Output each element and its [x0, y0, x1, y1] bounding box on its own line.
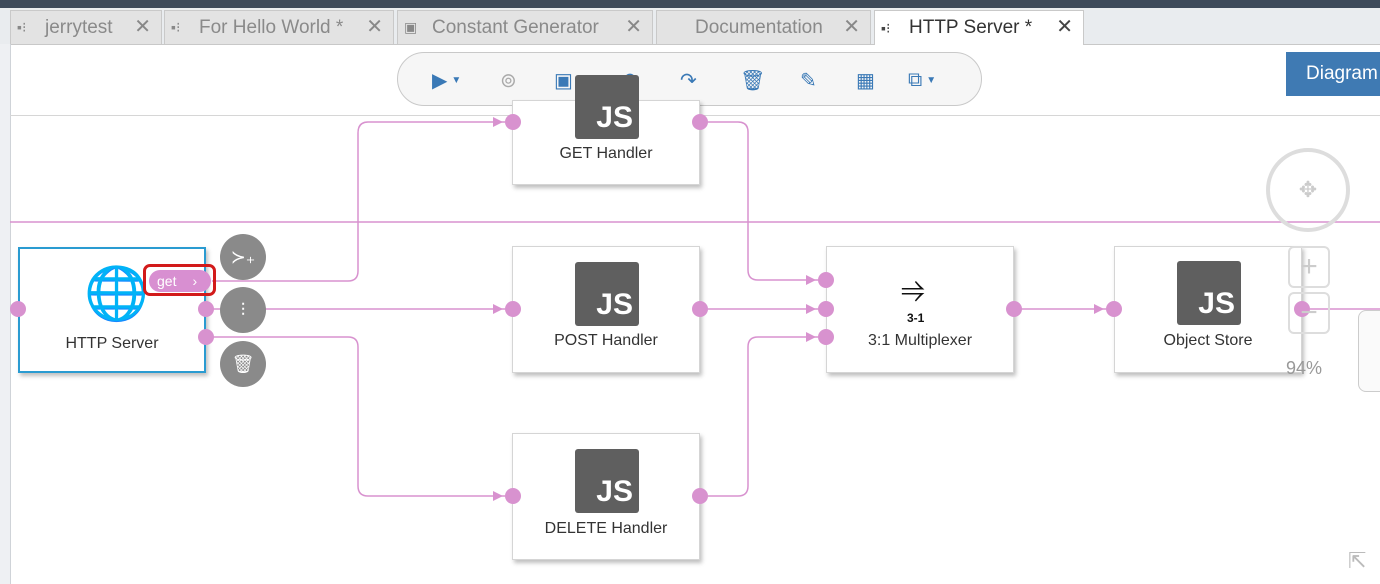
- tab-for-hello-world[interactable]: ▪⁝ For Hello World * ✕: [164, 10, 394, 44]
- multiplexer-badge: 3-1: [907, 311, 925, 325]
- tab-documentation[interactable]: Documentation ✕: [656, 10, 871, 44]
- close-icon[interactable]: ✕: [625, 16, 642, 38]
- get-handler-input-port[interactable]: [505, 114, 521, 130]
- zoom-level: 94%: [1286, 358, 1323, 378]
- node-label: GET Handler: [559, 145, 653, 162]
- edit-button[interactable]: ✎: [800, 67, 817, 93]
- node-label: POST Handler: [554, 332, 658, 349]
- chevron-right-icon: ›: [192, 273, 198, 289]
- pan-control[interactable]: ✥: [1266, 148, 1350, 232]
- wire-get: [212, 121, 505, 282]
- get-handler-node[interactable]: JS GET Handler: [512, 75, 700, 185]
- js-icon: JS: [575, 75, 639, 139]
- save-icon: ▣: [554, 69, 573, 92]
- multiplexer-input-port[interactable]: [818, 272, 834, 288]
- node-icon: ▣: [404, 19, 418, 35]
- tab-http-server[interactable]: ▪⁝ HTTP Server * ✕: [874, 10, 1084, 45]
- add-output-button[interactable]: ≻₊: [220, 234, 266, 280]
- post-handler-input-port[interactable]: [505, 301, 521, 317]
- object-store-input-port[interactable]: [1106, 301, 1122, 317]
- flow-icon: ▪⁝: [881, 19, 891, 36]
- layout-icon: ▦: [856, 69, 875, 92]
- trash-icon: 🗑: [231, 353, 255, 374]
- object-store-node[interactable]: JS Object Store: [1114, 246, 1302, 373]
- delete-handler-node[interactable]: JS DELETE Handler: [512, 433, 700, 560]
- chevron-down-icon: ▼: [451, 74, 462, 86]
- tab-constant-generator[interactable]: ▣ Constant Generator ✕: [397, 10, 653, 44]
- delete-button[interactable]: 🗑: [740, 67, 765, 93]
- tab-label: Documentation: [695, 16, 823, 38]
- globe-icon: 🌐: [84, 265, 149, 323]
- js-icon: JS: [575, 262, 639, 326]
- run-button[interactable]: ▶▼: [432, 67, 461, 93]
- window-button[interactable]: ⧉▼: [908, 67, 936, 93]
- highlight-box: [143, 264, 216, 296]
- wire-delete: [212, 336, 505, 497]
- pan-arrows-icon: ✥: [1298, 177, 1318, 202]
- configure-button[interactable]: ⫶: [220, 287, 266, 333]
- close-icon[interactable]: ✕: [843, 16, 860, 38]
- node-label: Object Store: [1163, 332, 1253, 349]
- node-label: 3:1 Multiplexer: [867, 332, 973, 349]
- delete-handler-input-port[interactable]: [505, 488, 521, 504]
- expand-arrow-icon[interactable]: ⇱: [1348, 548, 1367, 573]
- flow-icon: ▪⁝: [17, 19, 27, 35]
- terminal-add-icon: ≻₊: [230, 246, 256, 267]
- multiplexer-input-port[interactable]: [818, 329, 834, 345]
- tab-label: For Hello World *: [199, 16, 344, 38]
- run-icon: ▶: [432, 69, 448, 92]
- node-label: HTTP Server: [65, 335, 159, 352]
- tab-label: HTTP Server *: [909, 17, 1033, 38]
- left-panel-edge: [0, 44, 11, 584]
- multiplexer-output-port[interactable]: [1006, 301, 1022, 317]
- get-port-label[interactable]: get ›: [149, 270, 211, 292]
- tab-label: Constant Generator: [432, 16, 599, 38]
- close-icon[interactable]: ✕: [366, 16, 383, 38]
- tab-jerrytest[interactable]: ▪⁝ jerrytest ✕: [10, 10, 162, 44]
- editor-toolbar: ▶▼ ⊚ ▣▼ ↶ ↷ 🗑 ✎ ▦ ⧉▼: [397, 52, 982, 106]
- edit-icon: ✎: [800, 69, 817, 92]
- wire-get-mux: [708, 121, 818, 281]
- tab-bar: ▪⁝ jerrytest ✕ ▪⁝ For Hello World * ✕ ▣ …: [0, 8, 1380, 45]
- node-label: DELETE Handler: [544, 520, 668, 537]
- post-handler-node[interactable]: JS POST Handler: [512, 246, 700, 373]
- window-icon: ⧉: [908, 68, 923, 91]
- chevron-down-icon: ▼: [926, 74, 937, 86]
- plus-icon: +: [1300, 250, 1318, 283]
- close-icon[interactable]: ✕: [134, 16, 151, 38]
- stop-button[interactable]: ⊚: [500, 67, 517, 93]
- close-icon[interactable]: ✕: [1056, 16, 1073, 38]
- diagram-button[interactable]: Diagram: [1286, 52, 1380, 96]
- window-top-bar: [0, 0, 1380, 8]
- delete-icon: 🗑: [740, 69, 766, 92]
- zoom-in-button[interactable]: +: [1288, 246, 1330, 288]
- http-server-output-port[interactable]: [198, 329, 214, 345]
- delete-handler-output-port[interactable]: [692, 488, 708, 504]
- layout-button[interactable]: ▦: [856, 67, 875, 93]
- delete-node-button[interactable]: 🗑: [220, 341, 266, 387]
- http-server-input-port[interactable]: [10, 301, 26, 317]
- post-handler-output-port[interactable]: [692, 301, 708, 317]
- wire-delete-mux: [708, 336, 818, 497]
- object-store-output-port[interactable]: [1294, 301, 1310, 317]
- get-handler-output-port[interactable]: [692, 114, 708, 130]
- redo-button[interactable]: ↷: [680, 67, 697, 93]
- multiplexer-node[interactable]: ⥤ 3-1 3:1 Multiplexer: [826, 246, 1014, 373]
- port-label-text: get: [157, 273, 177, 289]
- minus-icon: −: [1300, 296, 1318, 329]
- redo-icon: ↷: [680, 69, 697, 92]
- js-icon: JS: [1177, 261, 1241, 325]
- side-panel-handle[interactable]: [1358, 310, 1380, 392]
- tab-label: jerrytest: [45, 16, 113, 38]
- sliders-icon: ⫶: [240, 299, 246, 320]
- merge-icon: ⥤: [901, 273, 925, 306]
- multiplexer-input-port[interactable]: [818, 301, 834, 317]
- stop-icon: ⊚: [500, 69, 517, 92]
- http-server-node[interactable]: 🌐 HTTP Server: [18, 247, 206, 373]
- zoom-out-button[interactable]: −: [1288, 292, 1330, 334]
- js-icon: JS: [575, 449, 639, 513]
- flow-icon: ▪⁝: [171, 19, 181, 35]
- http-server-output-port[interactable]: [198, 301, 214, 317]
